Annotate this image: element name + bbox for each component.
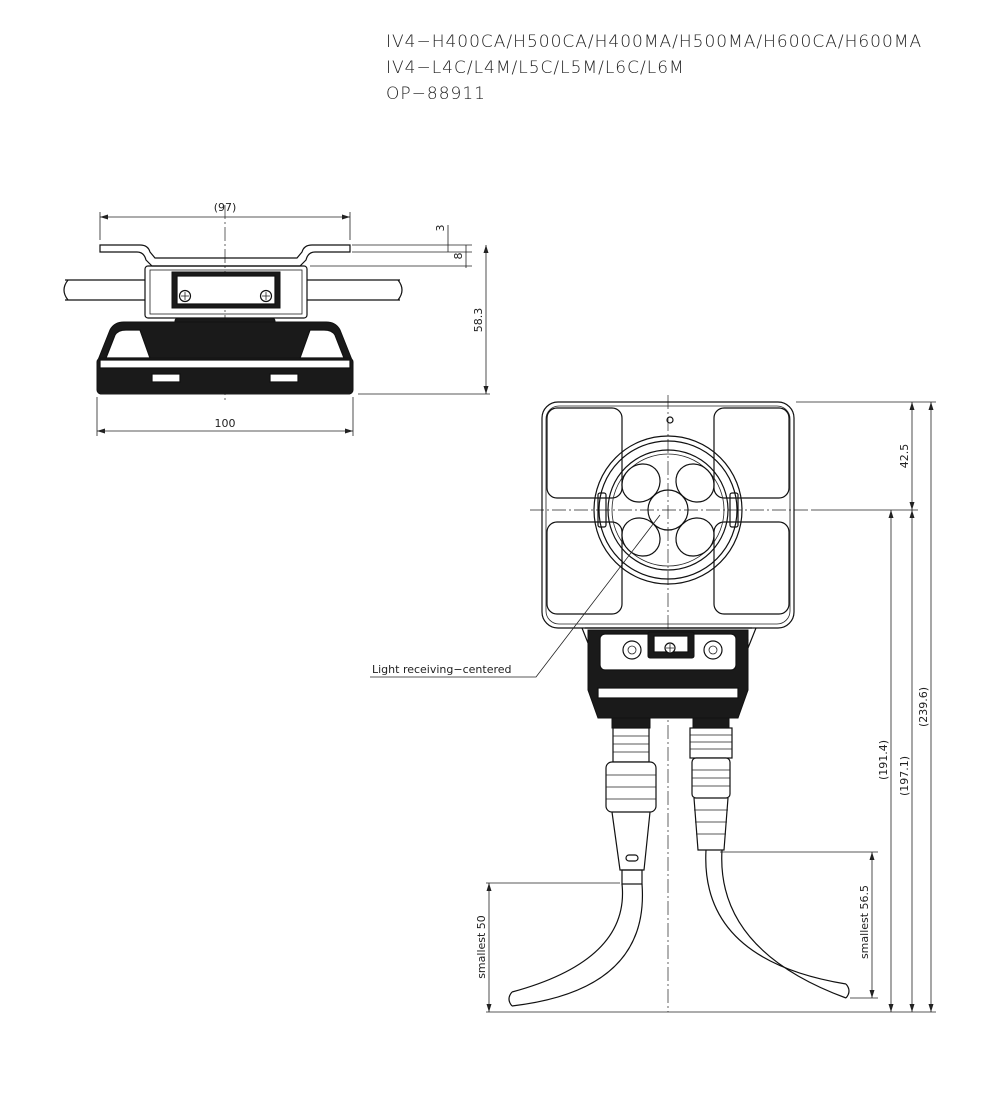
dim-bracket-thickness: 3 xyxy=(434,225,447,232)
base-upper xyxy=(97,321,353,361)
model-list-line-1: IV4−H400CA/H500CA/H400MA/H500MA/H600CA/H… xyxy=(386,32,923,52)
screw-icon xyxy=(622,640,642,660)
corner-pad xyxy=(713,407,790,499)
callout-light-receiving: Light receiving−centered xyxy=(372,663,512,676)
mounting-bracket xyxy=(99,244,351,267)
dim-bracket-width: (97) xyxy=(214,201,237,214)
dim-bracket-offset: 8 xyxy=(452,253,465,260)
receiving-lens-icon xyxy=(647,489,689,531)
lens-ring-outer xyxy=(593,435,743,585)
model-list-line-2: IV4−L4C/L4M/L5C/L5M/L6C/L6M xyxy=(386,58,685,78)
indicator-icon xyxy=(666,416,674,424)
dim-right-bend-radius: smallest 56.5 xyxy=(858,885,871,959)
right-cable-connector xyxy=(689,717,733,851)
corner-pad xyxy=(546,521,623,615)
left-cable-connector xyxy=(605,717,657,885)
dim-base-width: 100 xyxy=(215,417,236,430)
callout-leader xyxy=(370,514,661,678)
corner-pad xyxy=(713,521,790,615)
top-view-cable xyxy=(63,279,403,301)
dim-left-bend-radius: smallest 50 xyxy=(475,915,488,979)
dim-overall-height: (239.6) xyxy=(917,687,930,727)
front-view: Light receiving−centered 42.5 (191.4) (1… xyxy=(370,395,936,1013)
dim-axis-to-bend-a: (191.4) xyxy=(877,740,890,780)
screw-icon xyxy=(703,640,723,660)
right-cable xyxy=(705,849,847,985)
lens-ring-inner xyxy=(607,449,729,571)
option-part-number: OP−88911 xyxy=(386,84,486,104)
dim-total-height: 58.3 xyxy=(472,308,485,333)
top-view: (97) 100 3 8 58.3 xyxy=(63,201,490,436)
dim-optical-axis: 42.5 xyxy=(898,444,911,469)
corner-pad xyxy=(546,407,623,499)
dim-axis-to-bend-b: (197.1) xyxy=(898,756,911,796)
left-cable xyxy=(511,883,624,993)
